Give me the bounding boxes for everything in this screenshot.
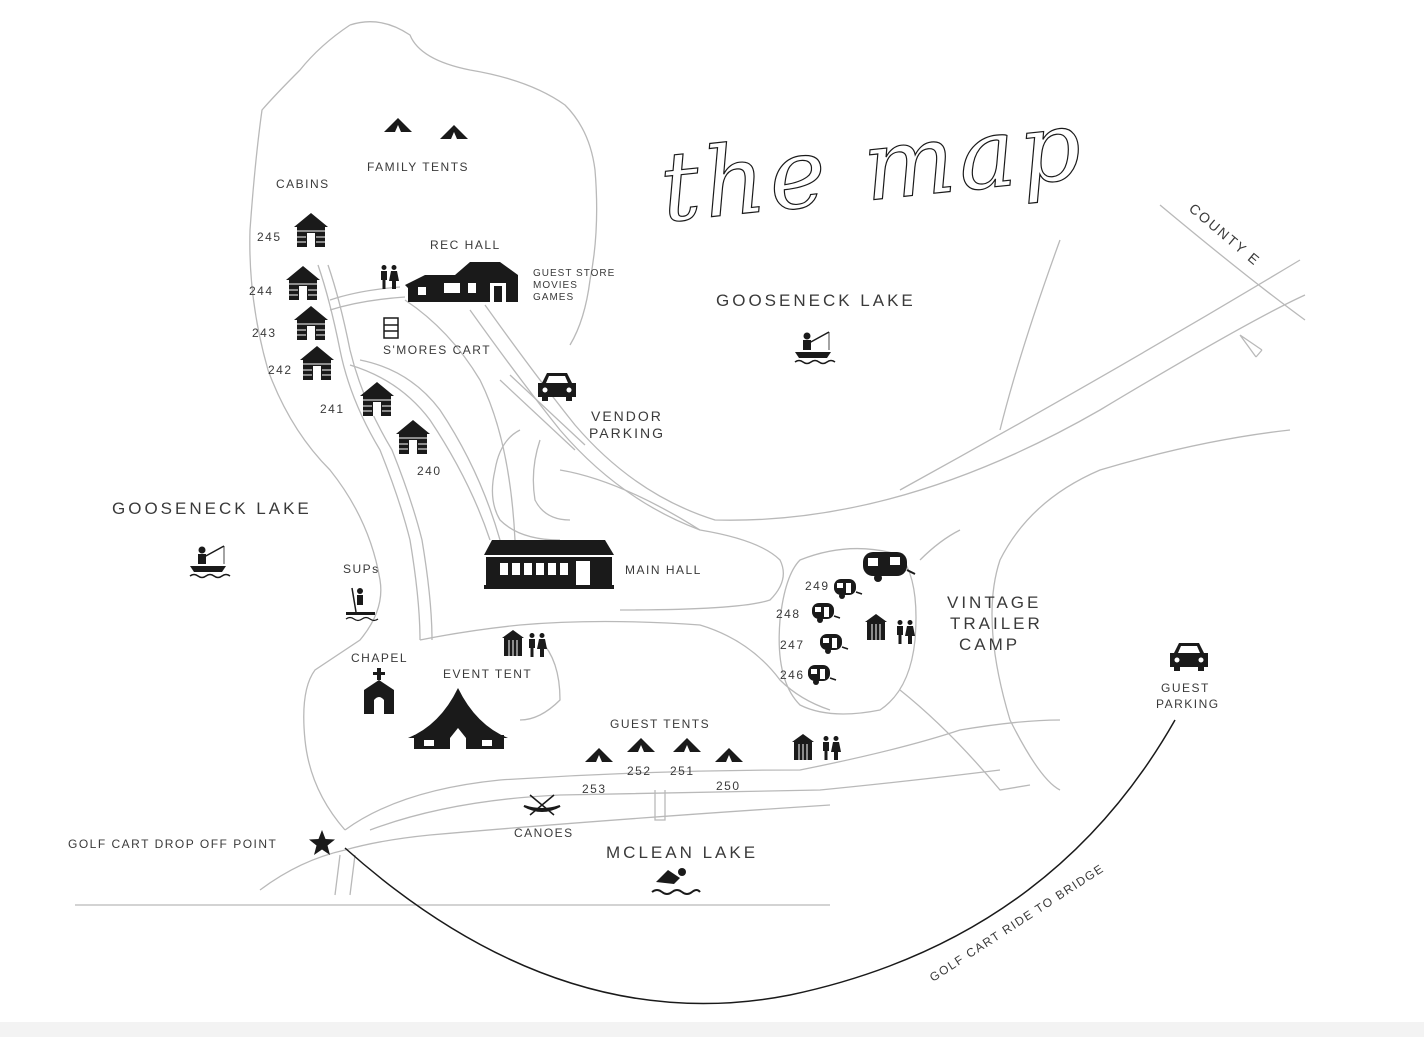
mclean-lake-label: MCLEAN LAKE (606, 843, 758, 862)
trailer-restroom-icons (864, 613, 915, 644)
canoes-label: CANOES (514, 826, 574, 840)
games-label: GAMES (533, 292, 574, 303)
guest-parking-label-line1: GUEST (1161, 681, 1210, 695)
shed-icon (501, 629, 525, 657)
large-trailer-icon (863, 552, 916, 582)
cabin-icon (293, 305, 329, 341)
trailer-number: 246 (780, 668, 805, 682)
trailer-icon (807, 664, 837, 686)
vendor-parking-label-line2: PARKING (589, 425, 665, 441)
guest-tent-restroom-icons (791, 733, 841, 761)
guest-store-label: GUEST STORE (533, 268, 615, 279)
restroom-icon (823, 736, 841, 760)
cabin-number: 243 (252, 326, 277, 340)
trailer-number: 249 (805, 579, 830, 593)
star-icon (309, 830, 335, 855)
cabin-number: 240 (417, 464, 442, 478)
tent-icon (384, 118, 412, 132)
shed-icon (791, 733, 815, 761)
chapel-icon (364, 668, 394, 714)
fisherman-icon (189, 545, 231, 579)
family-tents-icons (384, 118, 468, 139)
guest-tent-number: 251 (670, 764, 695, 778)
guest-car-icon (1170, 643, 1208, 671)
golf-cart-route (344, 719, 1176, 1005)
chapel-label: CHAPEL (351, 651, 408, 665)
guest-parking-label-line2: PARKING (1156, 697, 1220, 711)
gooseneck-lake-west-label: GOOSENECK LAKE (112, 499, 312, 518)
camp-label: CAMP (959, 635, 1020, 654)
rec-hall-icon (381, 262, 518, 302)
cabin-icon (299, 345, 335, 381)
movies-label: MOVIES (533, 280, 578, 291)
guest-tent-number: 250 (716, 779, 741, 793)
rec-hall-label: REC HALL (430, 238, 501, 252)
trailer-number: 248 (776, 607, 801, 621)
main-hall-icon (484, 540, 614, 589)
tent-icon (440, 125, 468, 139)
cabin-icon (359, 381, 395, 417)
labels: FAMILY TENTS CABINS REC HALL GUEST STORE… (68, 160, 1264, 985)
cabin-number: 244 (249, 284, 274, 298)
tent-icon (585, 748, 613, 762)
restroom-icon (897, 620, 915, 644)
trailer-icon (819, 633, 849, 655)
main-hall-label: MAIN HALL (625, 563, 702, 577)
trailer-icon (833, 578, 863, 600)
event-restroom-icons (501, 629, 547, 657)
vendor-car-icon (538, 373, 576, 401)
trailer-icons (807, 552, 916, 686)
tent-icon (715, 748, 743, 762)
cabins-label: CABINS (276, 177, 330, 191)
trailer-icon (811, 602, 841, 624)
family-tents-label: FAMILY TENTS (367, 160, 469, 174)
canoe-icon (523, 794, 561, 816)
fisherman-icon (794, 331, 836, 365)
trailer-label: TRAILER (950, 614, 1043, 633)
cabin-number: 242 (268, 363, 293, 377)
roads-and-shorelines (75, 21, 1306, 906)
golf-cart-ride-label: GOLF CART RIDE TO BRIDGE (927, 861, 1107, 984)
event-tent-label: EVENT TENT (443, 667, 532, 681)
guest-tent-icons (585, 738, 743, 762)
smores-cart-label: S'MORES CART (383, 343, 491, 357)
restroom-icon (381, 265, 399, 289)
tent-icon (627, 738, 655, 752)
smores-cart-icon (383, 317, 399, 339)
cabin-icons (285, 212, 431, 455)
cabin-icon (285, 265, 321, 301)
trailer-number: 247 (780, 638, 805, 652)
bottom-band (0, 1022, 1424, 1037)
map-title: the map (655, 89, 1090, 245)
gooseneck-lake-east-label: GOOSENECK LAKE (716, 291, 916, 310)
paddleboard-icon (345, 587, 379, 622)
tent-icon (673, 738, 701, 752)
restroom-icon (529, 633, 547, 657)
cabin-icon (395, 419, 431, 455)
big-tent-icon (408, 688, 508, 749)
guest-tent-number: 253 (582, 782, 607, 796)
vintage-label: VINTAGE (947, 593, 1041, 612)
cabin-number: 241 (320, 402, 345, 416)
swimmer-icon (651, 868, 701, 895)
golf-cart-drop-label: GOLF CART DROP OFF POINT (68, 837, 277, 851)
guest-tents-label: GUEST TENTS (610, 717, 710, 731)
cabin-number: 245 (257, 230, 282, 244)
sups-label: SUPs (343, 562, 380, 576)
vendor-parking-label-line1: VENDOR (591, 408, 663, 424)
cabin-icon (293, 212, 329, 248)
shed-icon (864, 613, 888, 641)
guest-tent-number: 252 (627, 764, 652, 778)
